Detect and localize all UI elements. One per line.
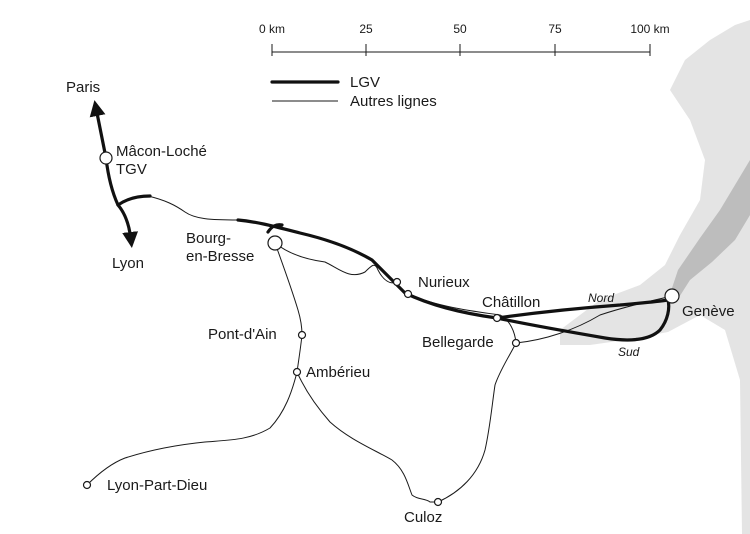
label-macon-1: Mâcon-Loché — [116, 143, 207, 160]
other-lines — [86, 195, 673, 503]
relief-area — [560, 20, 750, 534]
lgv-lines — [89, 100, 671, 342]
station-culoz — [433, 497, 443, 507]
station-chatillon — [492, 313, 502, 323]
label-geneve: Genève — [682, 303, 735, 320]
arrow-to-paris — [89, 100, 108, 160]
lake-geneva-area — [668, 160, 750, 302]
label-amberieu: Ambérieu — [306, 364, 370, 381]
scale-tick-75: 75 — [548, 22, 562, 36]
label-bourg-1: Bourg- — [186, 230, 231, 247]
label-bourg-2: en-Bresse — [186, 248, 254, 265]
station-amberieu — [292, 367, 302, 377]
station-macon — [99, 151, 113, 165]
station-bourg — [267, 235, 283, 251]
label-branch-sud: Sud — [618, 345, 640, 359]
scale-tick-50: 50 — [453, 22, 467, 36]
station-nurieux-a — [392, 277, 402, 287]
label-lyon-part-dieu: Lyon-Part-Dieu — [107, 477, 207, 494]
scale-tick-25: 25 — [359, 22, 373, 36]
label-culoz: Culoz — [404, 509, 442, 526]
station-pont-dain — [297, 330, 307, 340]
legend-lgv-label: LGV — [350, 74, 380, 91]
station-bellegarde — [511, 338, 521, 348]
station-geneve — [664, 288, 680, 304]
label-branch-nord: Nord — [588, 291, 614, 305]
station-nurieux-b — [403, 289, 413, 299]
scale-bar: 0 km 25 50 75 100 km — [259, 22, 670, 56]
station-lyon-part-dieu — [82, 480, 92, 490]
label-bellegarde: Bellegarde — [422, 334, 494, 351]
legend: LGV Autres lignes — [270, 74, 437, 110]
label-nurieux: Nurieux — [418, 274, 470, 291]
legend-other-label: Autres lignes — [350, 93, 437, 110]
label-paris: Paris — [66, 79, 100, 96]
scale-tick-100: 100 km — [630, 22, 669, 36]
arrow-to-lyon — [116, 203, 139, 248]
stations — [82, 151, 680, 507]
scale-tick-0: 0 km — [259, 22, 285, 36]
label-chatillon: Châtillon — [482, 294, 540, 311]
label-pont-dain: Pont-d'Ain — [208, 326, 277, 343]
labels: Paris Lyon Mâcon-Loché TGV Bourg- en-Bre… — [66, 79, 735, 526]
label-macon-2: TGV — [116, 161, 147, 178]
label-lyon: Lyon — [112, 255, 144, 272]
